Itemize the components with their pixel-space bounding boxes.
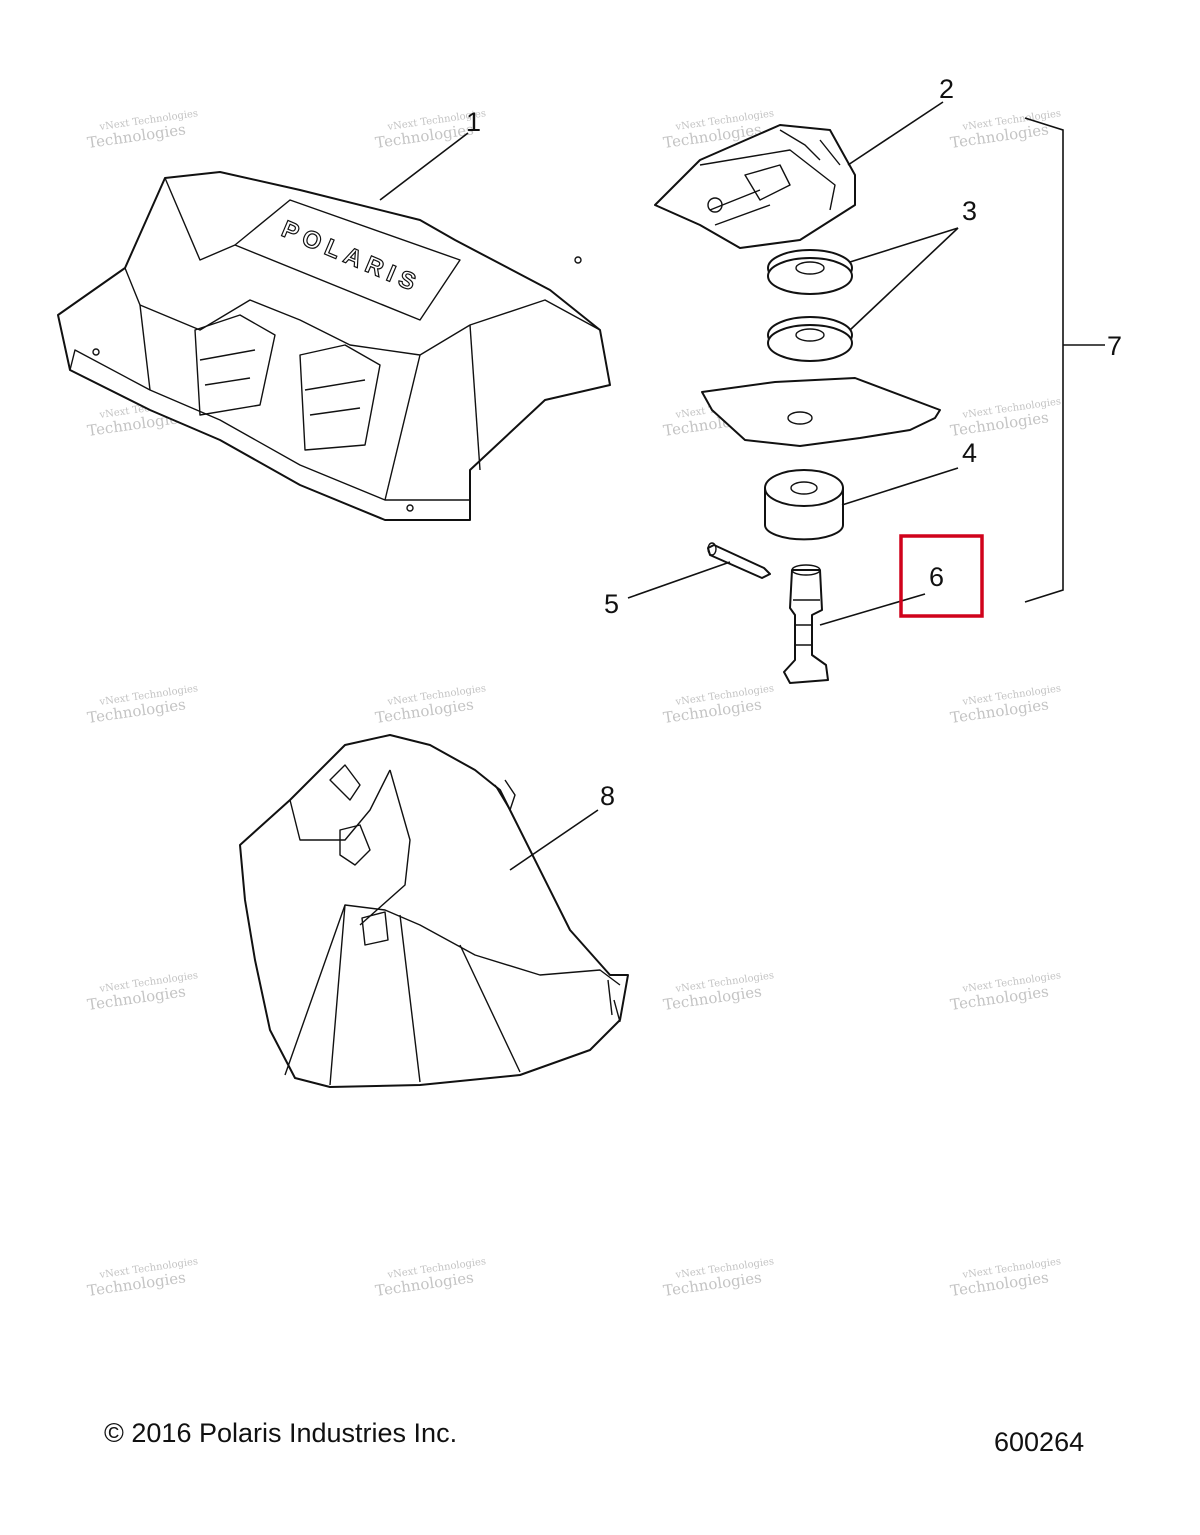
mount-hole	[406, 504, 414, 512]
part-storage-cover[interactable]: POLARIS	[57, 171, 611, 521]
callout-6[interactable]: 6	[929, 562, 944, 592]
copyright-text: © 2016 Polaris Industries Inc.	[104, 1418, 458, 1448]
part-roll-pin[interactable]	[707, 542, 771, 579]
callout-8[interactable]: 8	[600, 781, 615, 811]
highlight-box	[899, 534, 984, 618]
leader-lines	[379, 101, 1105, 871]
part-storage-bag[interactable]	[239, 734, 629, 1088]
mount-hole	[92, 348, 100, 356]
callout-5[interactable]: 5	[604, 589, 619, 619]
callout-labels: 1 2 3 4 5 6 7 8	[466, 74, 1122, 811]
part-washers[interactable]	[767, 249, 853, 362]
part-bushing[interactable]	[764, 469, 844, 541]
part-latch-base[interactable]	[654, 124, 856, 249]
callout-2[interactable]: 2	[939, 74, 954, 104]
callout-1[interactable]: 1	[466, 107, 481, 137]
callout-4[interactable]: 4	[962, 438, 977, 468]
part-mounting-plate[interactable]	[701, 377, 941, 447]
part-latch-pin[interactable]	[783, 564, 829, 684]
star-emblem	[707, 197, 723, 213]
callout-3[interactable]: 3	[962, 196, 977, 226]
callout-7[interactable]: 7	[1107, 331, 1122, 361]
mount-hole	[574, 256, 582, 264]
figure-number: 600264	[994, 1427, 1085, 1457]
